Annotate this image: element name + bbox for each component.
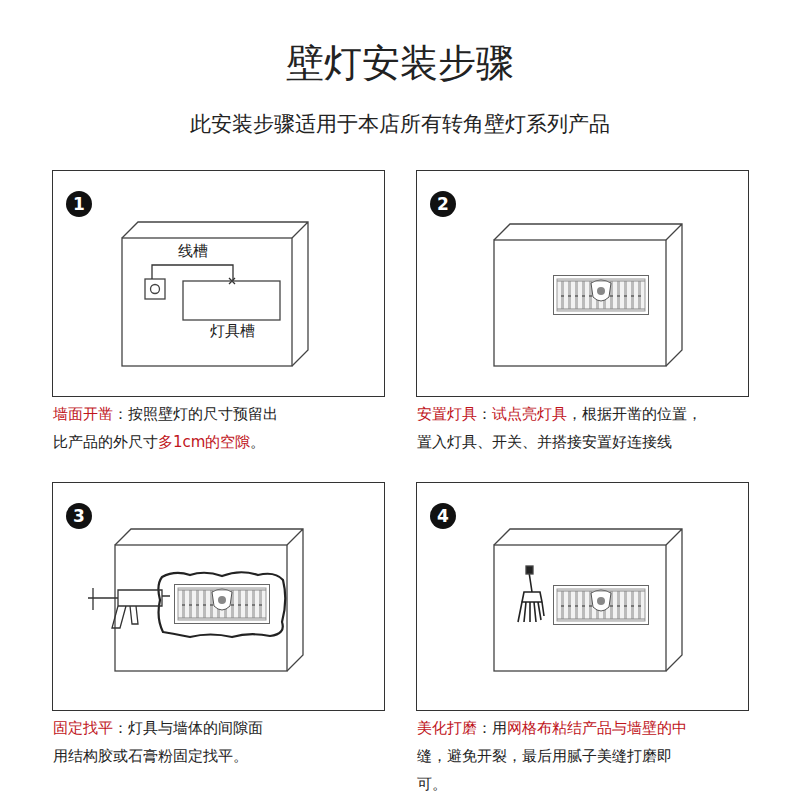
page-title: 壁灯安装步骤 xyxy=(286,38,514,89)
caption-text: ： xyxy=(477,405,492,423)
step-caption: 美化打磨：用网格布粘结产品与墙壁的中缝，避免开裂，最后用腻子美缝打磨即可。 xyxy=(417,714,694,798)
subtitle: 此安装步骤适用于本店所有转角壁灯系列产品 xyxy=(190,110,610,138)
callout-number: 3 xyxy=(66,503,92,529)
step-panel: 3固定找平：灯具与墙体的间隙面 用结构胶或石膏粉固定找平。 xyxy=(52,482,385,711)
step-caption: 安置灯具：试点亮灯具，根据开凿的位置， 置入灯具、开关、并搭接安置好连接线 xyxy=(417,400,709,456)
caption-text: 缝，避免开裂，最后用腻子美缝打磨即可。 xyxy=(417,747,672,793)
caption-keyword: 安置灯具 xyxy=(417,405,477,423)
caption-keyword: 网格布粘结产品与墙壁的中 xyxy=(507,719,687,737)
step-panel: 1墙面开凿：按照壁灯的尺寸预留出 比产品的外尺寸多1cm的空隙。 xyxy=(52,170,385,397)
step-panel: 2安置灯具：试点亮灯具，根据开凿的位置， 置入灯具、开关、并搭接安置好连接线 xyxy=(416,170,749,397)
caption-text: ：用 xyxy=(477,719,507,737)
caption-keyword: 试点亮灯具 xyxy=(492,405,567,423)
callout-number: 1 xyxy=(66,191,92,217)
caption-keyword: 多1cm的空隙 xyxy=(158,433,250,451)
caption-keyword: 美化打磨 xyxy=(417,719,477,737)
part-label: 线槽 xyxy=(178,242,208,261)
caption-keyword: 墙面开凿 xyxy=(53,405,113,423)
part-label: 灯具槽 xyxy=(210,322,255,341)
step-panel: 4美化打磨：用网格布粘结产品与墙壁的中缝，避免开裂，最后用腻子美缝打磨即可。 xyxy=(416,482,749,711)
step-caption: 墙面开凿：按照壁灯的尺寸预留出 比产品的外尺寸多1cm的空隙。 xyxy=(53,400,285,456)
step-caption: 固定找平：灯具与墙体的间隙面 用结构胶或石膏粉固定找平。 xyxy=(53,714,270,770)
callout-number: 4 xyxy=(430,503,456,529)
caption-text: 。 xyxy=(250,433,265,451)
callout-number: 2 xyxy=(430,191,456,217)
caption-keyword: 固定找平 xyxy=(53,719,113,737)
